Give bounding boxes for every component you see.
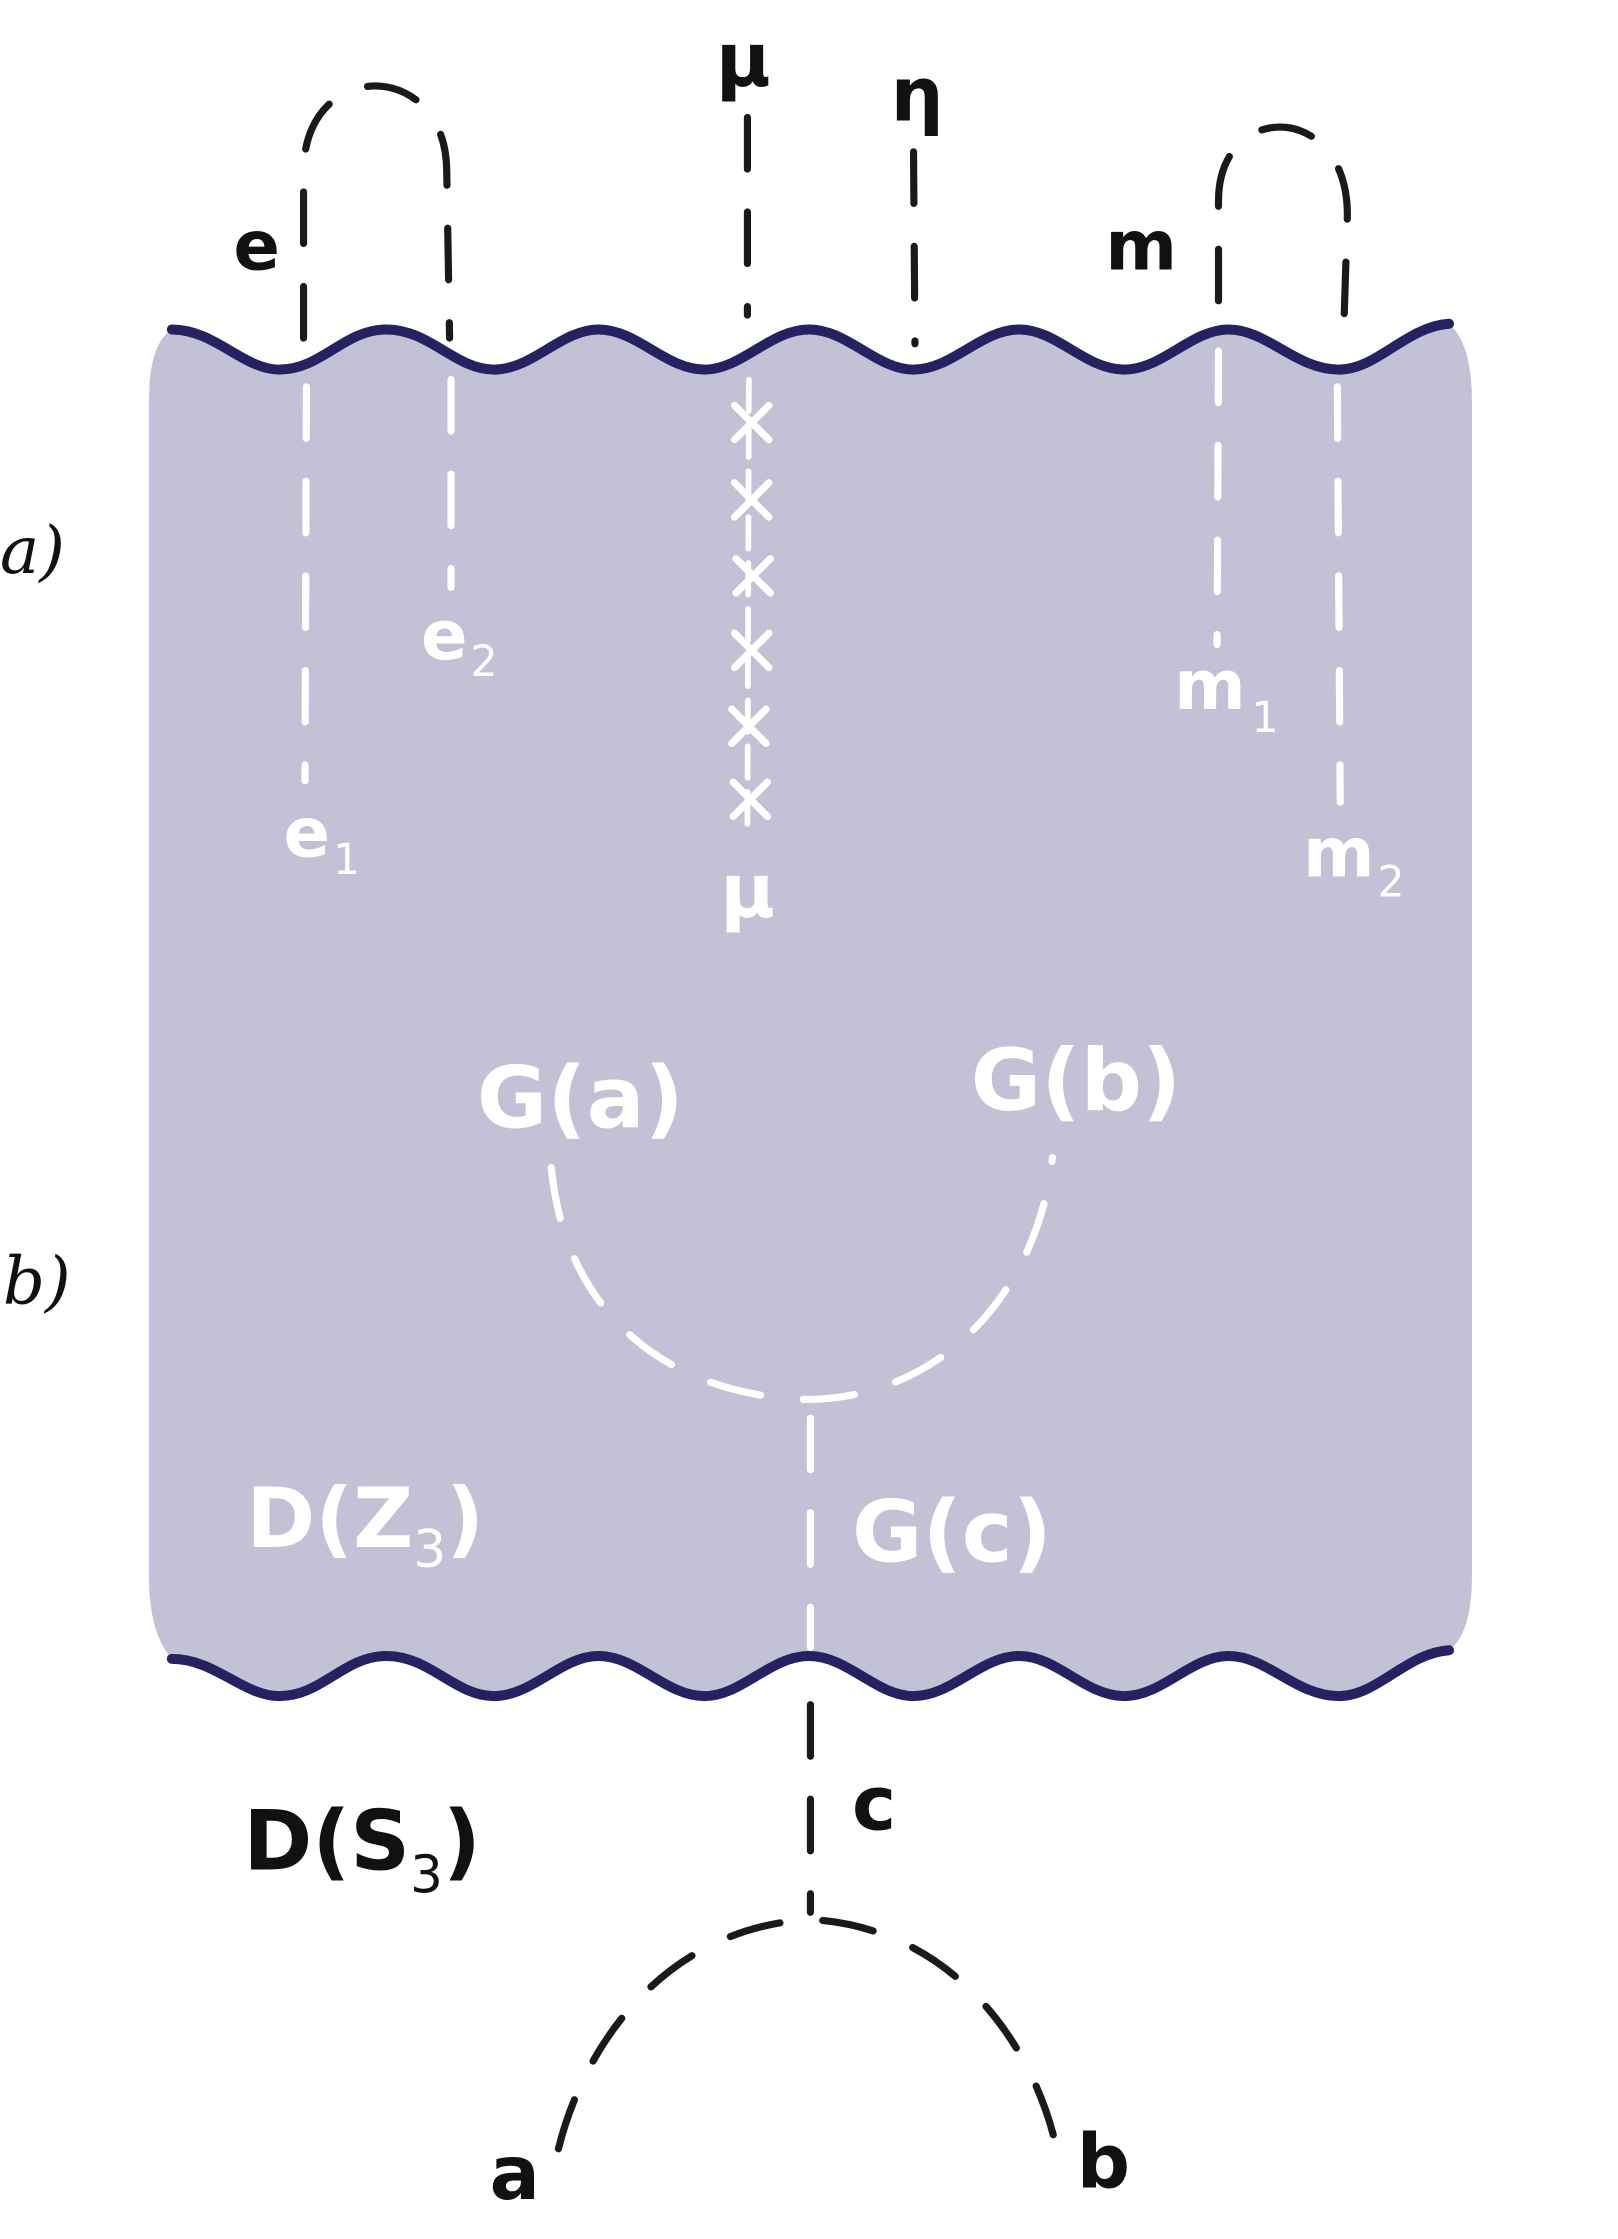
- cross-icon: [730, 401, 773, 444]
- bottom-boundary-wave: [166, 1645, 1455, 1702]
- mu-line-below: [744, 376, 752, 827]
- Ga-Gb-arc: [547, 1153, 1056, 1404]
- label-Ga: G(a): [477, 1048, 684, 1148]
- top-boundary-wave: [166, 318, 1455, 375]
- condensed-region: [148, 318, 1472, 1702]
- cross-icon: [730, 629, 773, 672]
- m1-line: [1213, 347, 1223, 649]
- m2-line: [1333, 383, 1344, 806]
- m-loop-line: [1214, 123, 1351, 355]
- label-mu-bulk: μ: [720, 848, 775, 935]
- panel-label-b: b): [3, 1243, 71, 1320]
- bulk-fusion-vertex: G(a) G(b) G(c) D(Z3): [246, 1031, 1182, 1651]
- label-Gb: G(b): [971, 1031, 1182, 1131]
- e-anyon-split: e e1 e2: [233, 82, 498, 885]
- label-e2: e2: [421, 596, 498, 687]
- cross-icon: [728, 705, 770, 748]
- label-c: c: [852, 1760, 896, 1847]
- e-loop-line: [299, 82, 454, 342]
- label-Gc: G(c): [852, 1482, 1052, 1582]
- cross-icon: [730, 479, 773, 521]
- cross-icon: [732, 555, 774, 597]
- e1-line: [301, 383, 310, 785]
- label-eta: η: [891, 51, 944, 138]
- label-DZ3: D(Z3): [246, 1470, 484, 1580]
- label-e: e: [233, 206, 280, 286]
- a-b-arc: [554, 1915, 1061, 2153]
- cross-icon: [729, 778, 772, 821]
- eta-line: [909, 148, 919, 348]
- panel-label-a: a): [0, 512, 65, 589]
- outer-fusion-vertex: D(S3) c a b: [243, 1701, 1130, 2217]
- region-fill: [148, 323, 1472, 1697]
- label-DS3: D(S3): [243, 1792, 480, 1905]
- eta-anyon-line: η: [891, 51, 944, 348]
- mu-anyon-line: μ μ: [716, 17, 775, 935]
- label-m2: m2: [1303, 814, 1405, 908]
- label-e1: e1: [284, 794, 361, 885]
- label-mu-top: μ: [716, 17, 771, 104]
- mu-crossings: [728, 401, 774, 821]
- label-m: m: [1105, 206, 1177, 286]
- label-b: b: [1077, 2118, 1130, 2205]
- label-a: a: [490, 2130, 540, 2217]
